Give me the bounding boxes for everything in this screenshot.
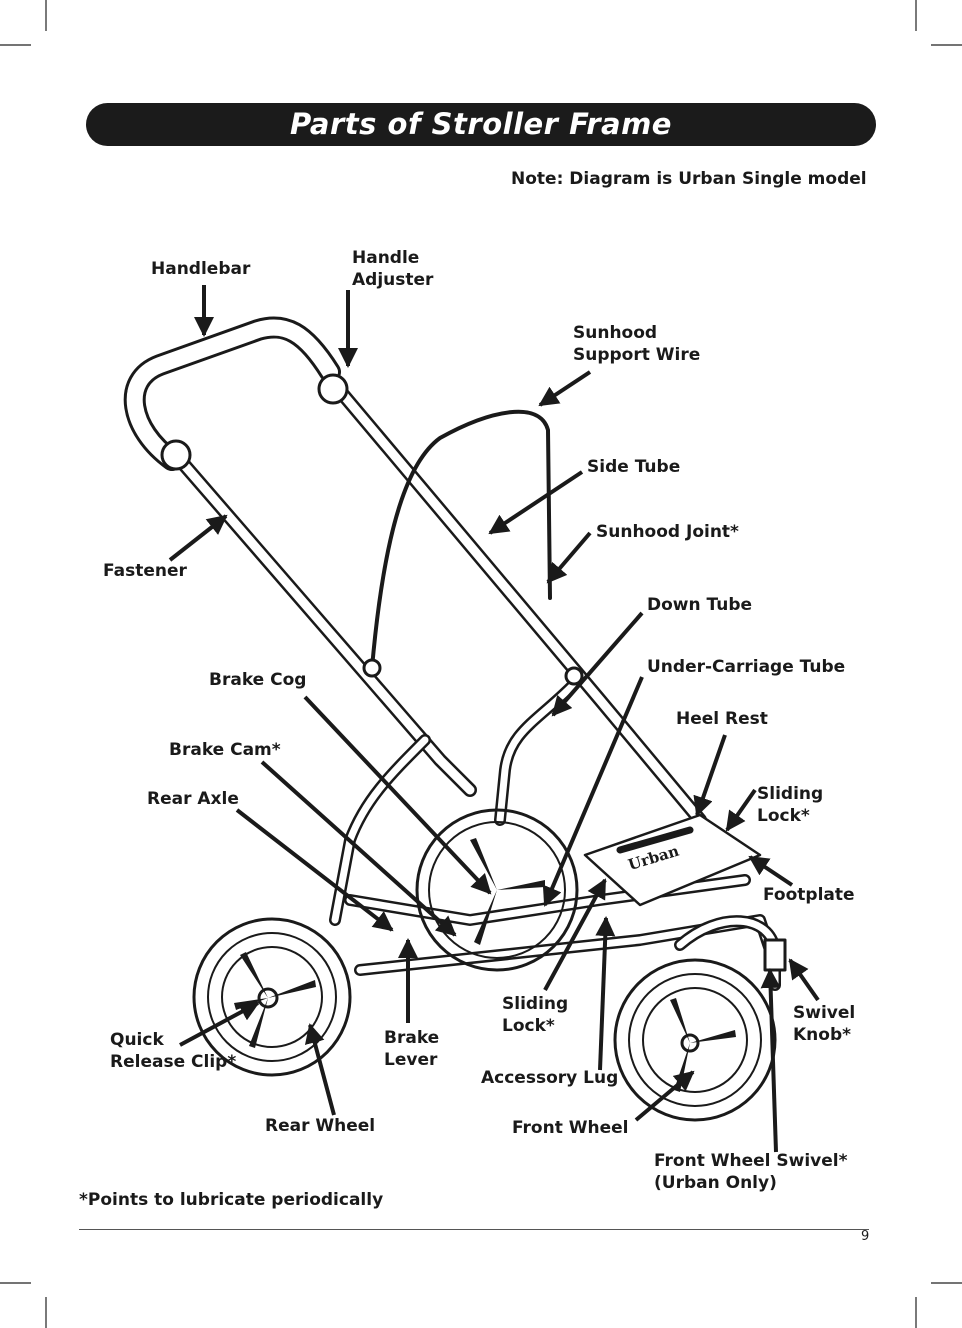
label-down-tube: Down Tube: [647, 595, 753, 615]
label-quick-release-clip: Quick Release Clip*: [110, 1030, 237, 1072]
leader-fastener: [168, 514, 228, 562]
label-handlebar: Handlebar: [151, 259, 251, 279]
label-brake-cam: Brake Cam*: [169, 740, 281, 760]
leader-sunhood-joint: [546, 531, 592, 584]
leader-under-carriage: [542, 676, 644, 907]
leader-sunhood-wire: [538, 370, 592, 407]
label-heel-rest: Heel Rest: [676, 709, 768, 729]
label-handle-adjuster: Handle Adjuster: [352, 248, 434, 290]
leader-brake-cog: [303, 695, 492, 895]
leader-accessory-lug: [595, 916, 616, 1071]
label-rear-axle: Rear Axle: [147, 789, 239, 809]
label-sliding-lock-center: Sliding Lock*: [502, 994, 569, 1036]
bottom-rule: [79, 1229, 869, 1230]
label-under-carriage-tube: Under-Carriage Tube: [647, 657, 846, 677]
footplate-drawing: [583, 813, 762, 907]
leader-down-tube: [551, 611, 644, 717]
label-side-tube: Side Tube: [587, 457, 681, 477]
label-accessory-lug: Accessory Lug: [481, 1068, 619, 1088]
label-front-wheel: Front Wheel: [512, 1118, 629, 1138]
leader-brake-cam: [260, 760, 457, 937]
label-brake-lever: Brake Lever: [384, 1028, 440, 1070]
leader-sliding-lock-right: [725, 788, 757, 832]
leader-rear-wheel: [304, 1023, 336, 1116]
label-front-wheel-swivel: Front Wheel Swivel* (Urban Only): [654, 1151, 848, 1193]
leader-footplate: [748, 855, 794, 887]
leader-front-wheel: [634, 1070, 695, 1122]
label-sunhood-joint: Sunhood Joint*: [596, 522, 739, 542]
diagram-note: Note: Diagram is Urban Single model: [511, 169, 867, 189]
page-number: 9: [861, 1229, 870, 1244]
leader-side-tube: [488, 470, 584, 535]
page-title: Parts of Stroller Frame: [290, 107, 672, 141]
leader-sliding-lock-center: [543, 878, 607, 991]
label-swivel-knob: Swivel Knob*: [793, 1003, 856, 1045]
lubrication-footnote: *Points to lubricate periodically: [79, 1190, 384, 1210]
leader-swivel-knob: [788, 958, 820, 1002]
label-sliding-lock-right: Sliding Lock*: [757, 784, 824, 826]
title-banner: Parts of Stroller Frame: [86, 103, 876, 146]
label-footplate: Footplate: [763, 885, 855, 905]
leader-heel-rest: [693, 734, 727, 817]
label-sunhood-support-wire: Sunhood Support Wire: [573, 323, 701, 365]
leader-rear-axle: [235, 808, 394, 932]
label-fastener: Fastener: [103, 561, 187, 581]
sunhood-wire-drawing: [370, 409, 552, 670]
leader-front-wheel-swivel: [760, 968, 781, 1153]
leader-quick-release: [179, 1001, 260, 1047]
label-rear-wheel: Rear Wheel: [265, 1116, 376, 1136]
label-brake-cog: Brake Cog: [209, 670, 307, 690]
